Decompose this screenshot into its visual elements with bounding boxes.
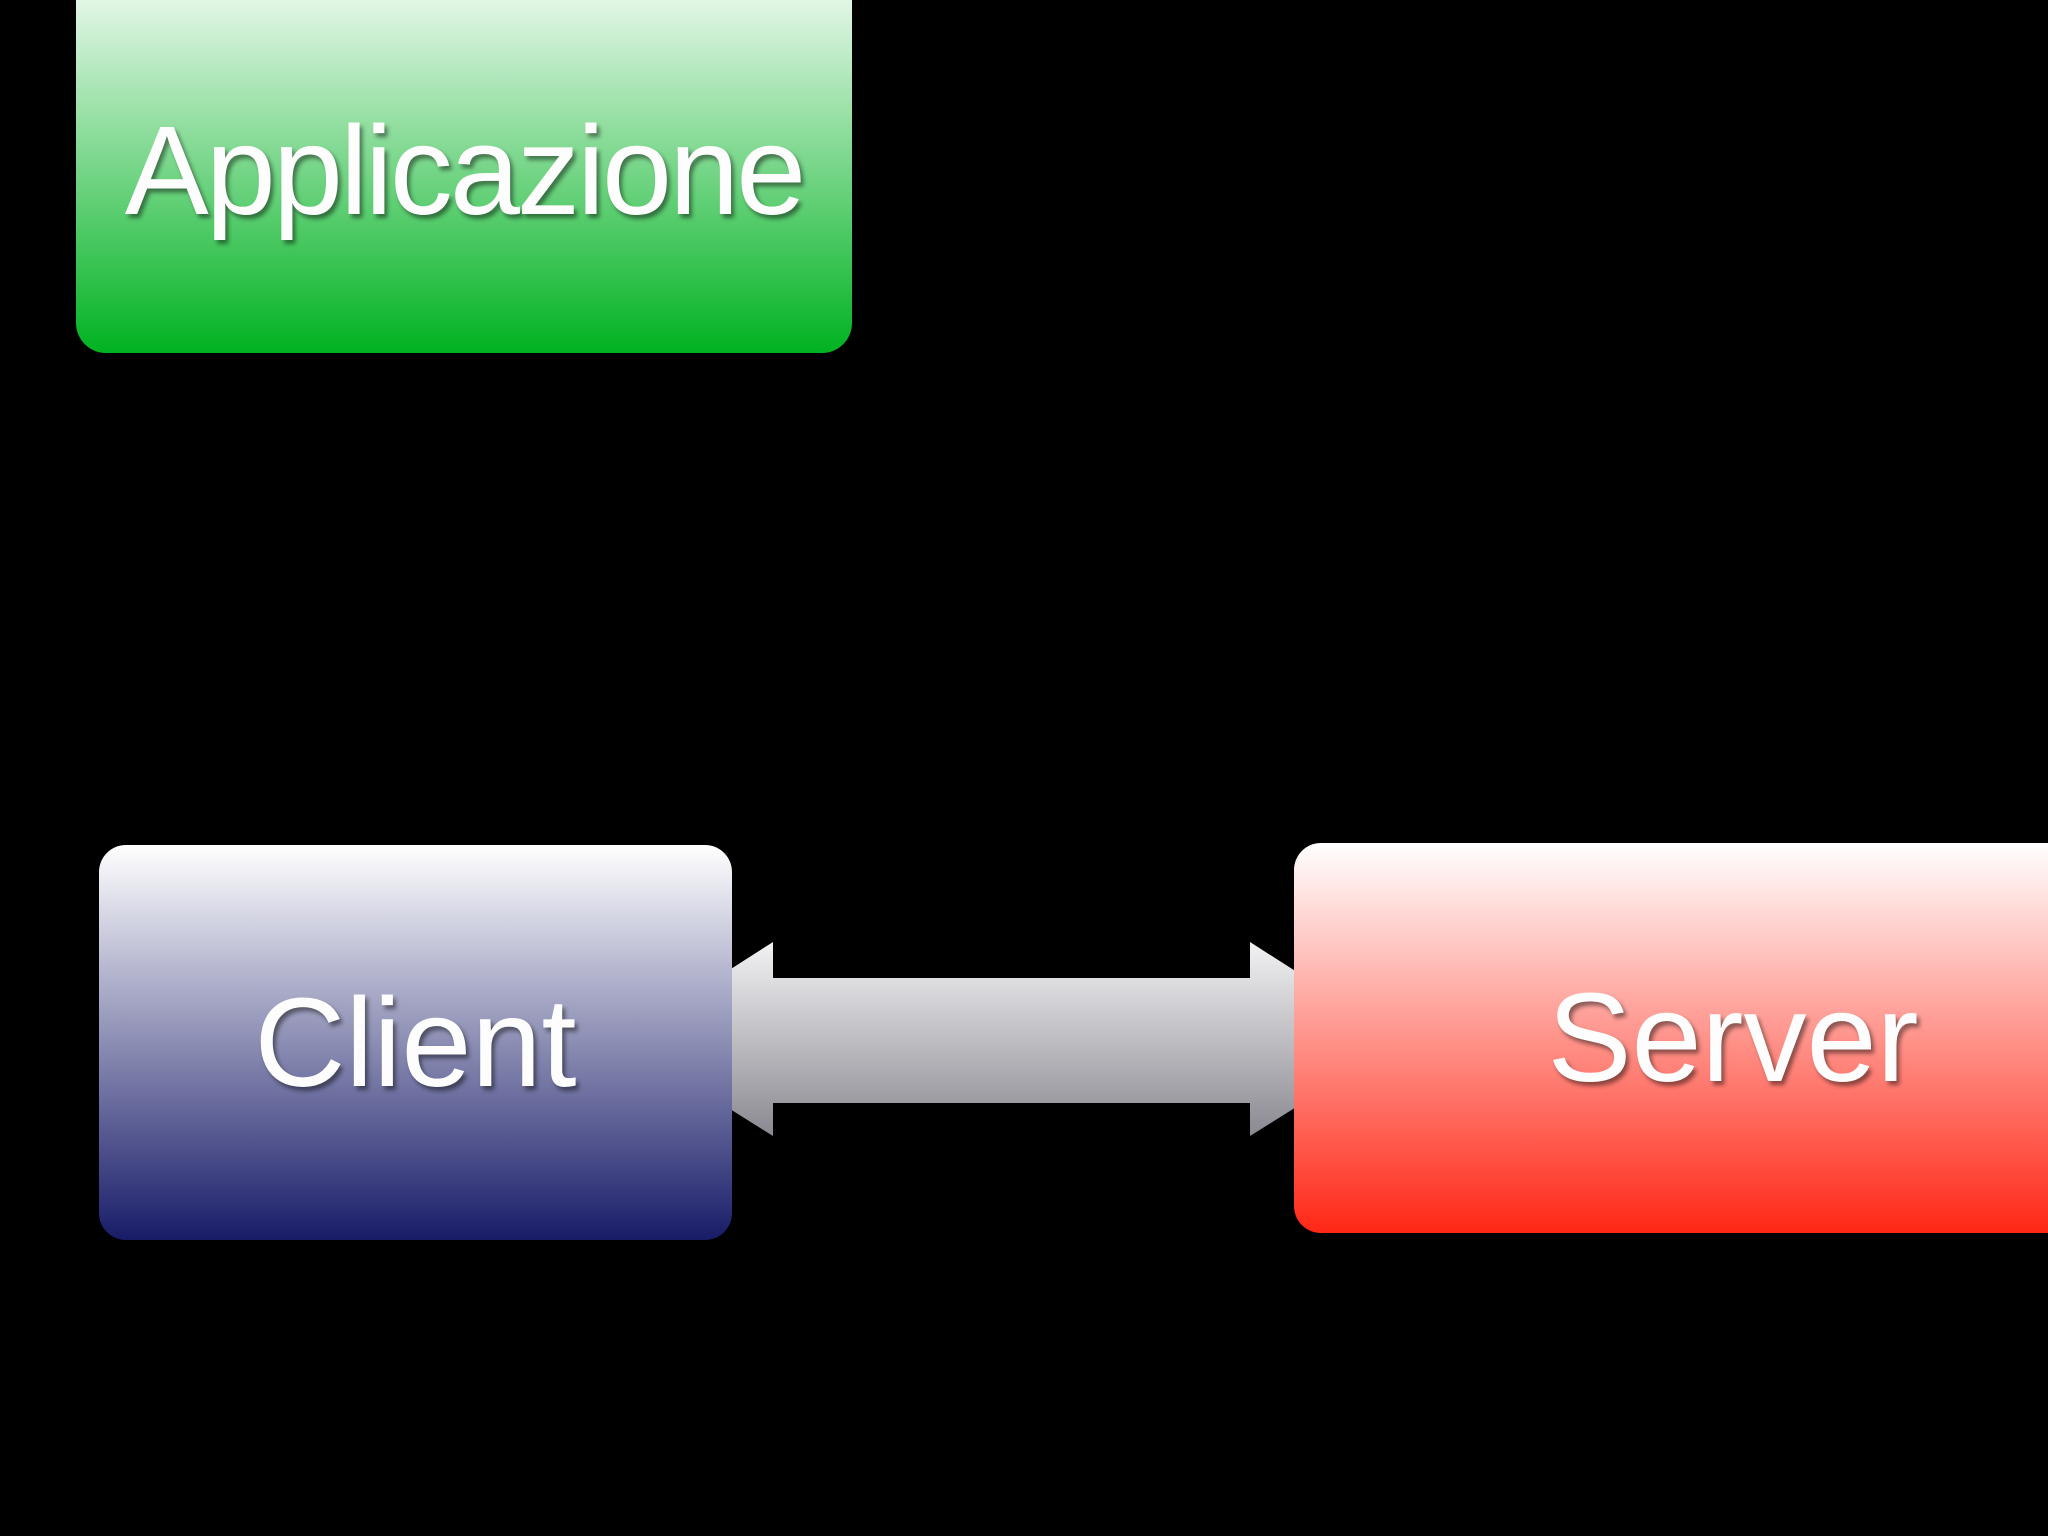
node-client-label: Client <box>254 971 577 1113</box>
node-server: Server <box>1294 843 2048 1233</box>
node-server-label: Server <box>1547 967 1919 1108</box>
node-applicazione-label: Applicazione <box>124 100 806 241</box>
node-client: Client <box>99 845 732 1240</box>
node-applicazione: Applicazione <box>76 0 852 353</box>
double-arrow-shape <box>620 942 1403 1136</box>
